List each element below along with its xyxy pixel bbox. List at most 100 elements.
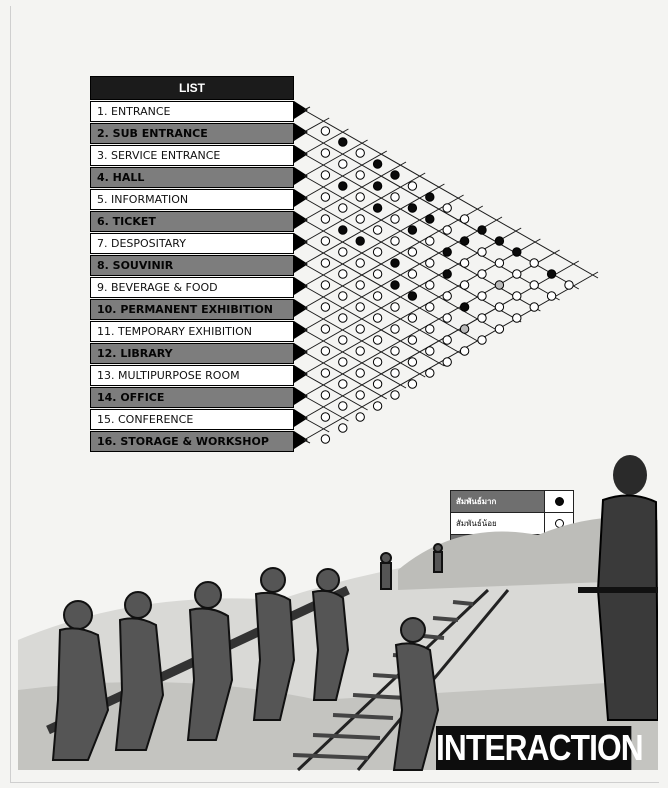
- grid-line: [304, 140, 368, 176]
- interaction-symbol-black: [356, 237, 364, 245]
- interaction-symbol-white: [513, 270, 521, 278]
- interaction-symbol-white: [408, 358, 416, 366]
- interaction-symbol-white: [426, 281, 434, 289]
- interaction-symbol-white: [321, 149, 329, 157]
- interaction-symbol-black: [478, 226, 486, 234]
- interaction-symbol-white: [426, 259, 434, 267]
- row-connector-triangle: [294, 211, 308, 229]
- interaction-symbol-white: [339, 336, 347, 344]
- interaction-symbol-black: [426, 215, 434, 223]
- interaction-symbol-white: [339, 292, 347, 300]
- interaction-symbol-white: [408, 336, 416, 344]
- row-connector-triangle: [294, 189, 308, 207]
- interaction-title: INTERACTION: [436, 726, 631, 770]
- interaction-symbol-white: [426, 347, 434, 355]
- grid-line: [304, 173, 425, 242]
- interaction-symbol-white: [391, 391, 399, 399]
- interaction-symbol-black: [408, 292, 416, 300]
- interaction-symbol-black: [495, 237, 503, 245]
- row-connector-triangle: [294, 101, 308, 119]
- row-connector-triangle: [294, 233, 308, 251]
- interaction-symbol-white: [373, 270, 381, 278]
- interaction-symbol-white: [443, 226, 451, 234]
- interaction-symbol-white: [373, 358, 381, 366]
- interaction-symbol-white: [339, 380, 347, 388]
- interaction-symbol-black: [391, 281, 399, 289]
- interaction-symbol-black: [373, 160, 381, 168]
- interaction-symbol-white: [339, 358, 347, 366]
- interaction-symbol-white: [321, 347, 329, 355]
- interaction-symbol-black: [460, 237, 468, 245]
- interaction-symbol-white: [339, 314, 347, 322]
- interaction-symbol-white: [373, 226, 381, 234]
- interaction-symbol-black: [513, 248, 521, 256]
- interaction-symbol-white: [321, 413, 329, 421]
- row-connector-triangle: [294, 387, 308, 405]
- interaction-symbol-white: [356, 413, 364, 421]
- interaction-symbol-white: [391, 369, 399, 377]
- interaction-symbol-white: [321, 259, 329, 267]
- interaction-symbol-white: [356, 391, 364, 399]
- interaction-symbol-white: [391, 303, 399, 311]
- interaction-symbol-white: [321, 281, 329, 289]
- interaction-symbol-white: [408, 314, 416, 322]
- interaction-symbol-white: [373, 292, 381, 300]
- interaction-symbol-white: [426, 325, 434, 333]
- row-connector-triangle: [294, 299, 308, 317]
- interaction-symbol-white: [321, 237, 329, 245]
- interaction-symbol-white: [530, 259, 538, 267]
- interaction-symbol-white: [565, 281, 573, 289]
- interaction-symbol-white: [478, 270, 486, 278]
- interaction-symbol-white: [513, 292, 521, 300]
- interaction-symbol-white: [530, 303, 538, 311]
- interaction-symbol-black: [373, 204, 381, 212]
- interaction-symbol-white: [408, 248, 416, 256]
- interaction-symbol-white: [356, 193, 364, 201]
- interaction-symbol-white: [373, 336, 381, 344]
- interaction-symbol-white: [339, 270, 347, 278]
- interaction-symbol-white: [321, 171, 329, 179]
- interaction-symbol-gray: [495, 281, 503, 289]
- interaction-symbol-white: [460, 281, 468, 289]
- interaction-symbol-white: [321, 325, 329, 333]
- interaction-symbol-white: [321, 193, 329, 201]
- interaction-symbol-white: [478, 292, 486, 300]
- interaction-symbol-white: [460, 347, 468, 355]
- interaction-symbol-black: [339, 226, 347, 234]
- interaction-symbol-white: [478, 248, 486, 256]
- grid-line: [304, 217, 502, 330]
- interaction-symbol-white: [356, 281, 364, 289]
- interaction-symbol-white: [356, 303, 364, 311]
- grid-line: [304, 220, 502, 333]
- interaction-symbol-white: [426, 237, 434, 245]
- interaction-symbol-white: [373, 314, 381, 322]
- interaction-symbol-white: [356, 347, 364, 355]
- interaction-symbol-black: [547, 270, 555, 278]
- interaction-symbol-white: [460, 215, 468, 223]
- interaction-symbol-white: [443, 292, 451, 300]
- interaction-symbol-white: [321, 215, 329, 223]
- row-connector-triangle: [294, 343, 308, 361]
- interaction-symbol-white: [478, 314, 486, 322]
- interaction-symbol-black: [391, 259, 399, 267]
- grid-line: [304, 162, 406, 220]
- row-connector-triangle: [294, 123, 308, 141]
- interaction-symbol-white: [426, 369, 434, 377]
- interaction-symbol-white: [391, 347, 399, 355]
- interaction-symbol-white: [356, 259, 364, 267]
- interaction-symbol-black: [426, 193, 434, 201]
- grid-line: [304, 151, 387, 198]
- interaction-symbol-white: [391, 237, 399, 245]
- interaction-symbol-white: [443, 336, 451, 344]
- row-connector-triangle: [294, 321, 308, 339]
- interaction-symbol-white: [495, 303, 503, 311]
- row-connector-triangle: [294, 255, 308, 273]
- interaction-symbol-white: [373, 402, 381, 410]
- interaction-symbol-white: [356, 149, 364, 157]
- interaction-symbol-white: [495, 259, 503, 267]
- interaction-symbol-white: [321, 127, 329, 135]
- interaction-symbol-black: [408, 226, 416, 234]
- interaction-symbol-white: [356, 369, 364, 377]
- interaction-symbol-white: [321, 391, 329, 399]
- interaction-symbol-white: [443, 204, 451, 212]
